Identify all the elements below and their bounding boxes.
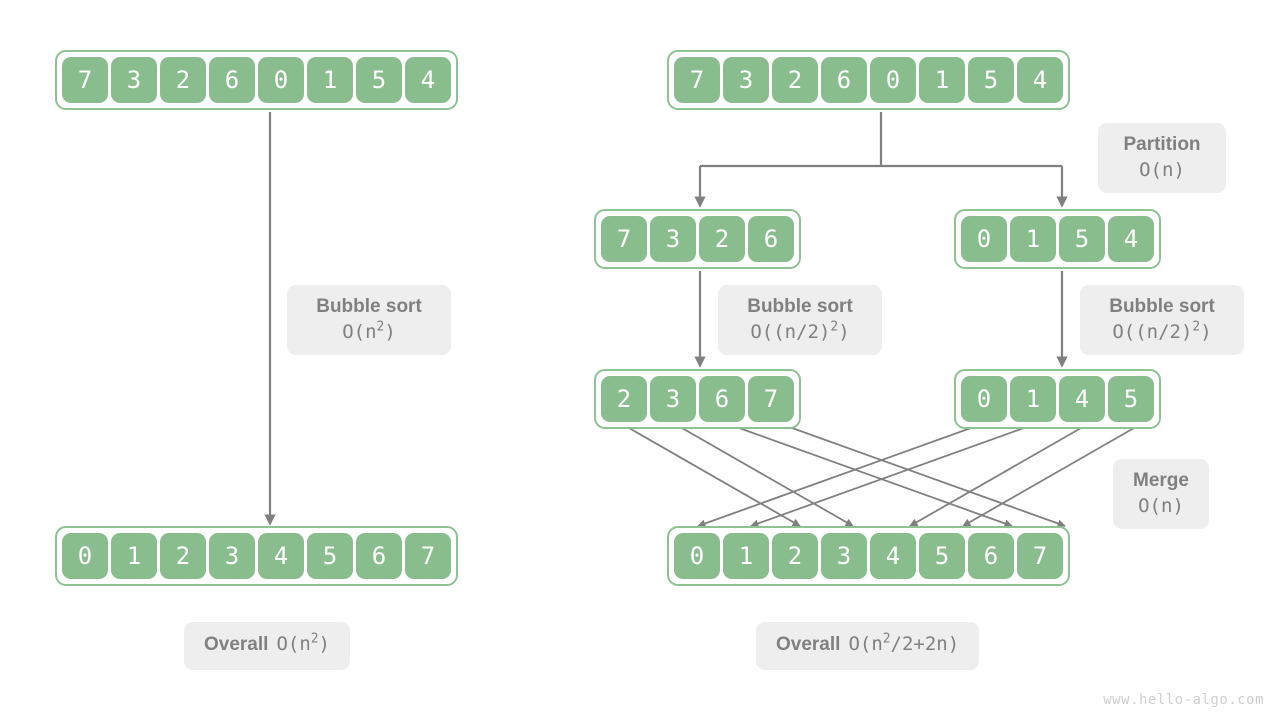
right-overall-note: Overall O(n2/2+2n) [756, 622, 980, 670]
array-cell: 3 [209, 533, 255, 579]
array-cell: 7 [674, 57, 720, 103]
left-bubble-sort-note: Bubble sort O(n2) [287, 285, 451, 355]
merge-arrow-group [621, 423, 1142, 528]
note-complexity: O((n/2)2) [750, 319, 850, 343]
merge-arrow-r0 [697, 423, 983, 528]
note-title: Overall [776, 634, 841, 655]
array-cell: 2 [160, 57, 206, 103]
note-complexity: O(n) [1138, 495, 1184, 517]
merge-arrow-l1 [674, 423, 854, 527]
array-cell: 1 [307, 57, 353, 103]
note-complexity: O(n2) [342, 319, 396, 343]
array-cell: 5 [1108, 376, 1154, 422]
array-cell: 0 [870, 57, 916, 103]
array-cell: 1 [919, 57, 965, 103]
array-cell: 0 [674, 533, 720, 579]
note-complexity: O((n/2)2) [1112, 319, 1212, 343]
array-cell: 1 [1010, 376, 1056, 422]
array-cell: 3 [111, 57, 157, 103]
array-cell: 4 [1108, 216, 1154, 262]
array-cell: 2 [699, 216, 745, 262]
note-title: Bubble sort [747, 296, 853, 318]
note-title: Partition [1123, 134, 1201, 156]
array-cell: 0 [961, 216, 1007, 262]
array-cell: 1 [111, 533, 157, 579]
array-cell: 5 [919, 533, 965, 579]
array-cell: 5 [968, 57, 1014, 103]
array-cell: 7 [748, 376, 794, 422]
array-cell: 7 [601, 216, 647, 262]
array-cell: 6 [209, 57, 255, 103]
array-cell: 2 [772, 533, 818, 579]
array-cell: 5 [356, 57, 402, 103]
array-cell: 0 [258, 57, 304, 103]
note-title: Merge [1133, 470, 1189, 492]
array-cell: 0 [961, 376, 1007, 422]
array-cell: 2 [601, 376, 647, 422]
watermark-url: www.hello-algo.com [1103, 692, 1264, 708]
array-cell: 6 [968, 533, 1014, 579]
merge-arrow-l2 [727, 423, 1013, 528]
merge-arrow-r1 [750, 423, 1036, 528]
note-title: Bubble sort [1109, 296, 1215, 318]
merge-arrow-r2 [909, 423, 1089, 527]
array-cell: 5 [307, 533, 353, 579]
merge-arrow-l3 [780, 423, 1066, 528]
array-cell: 7 [62, 57, 108, 103]
note-title: Overall [204, 634, 269, 655]
array-cell: 1 [1010, 216, 1056, 262]
array-cell: 4 [1059, 376, 1105, 422]
array-cell: 3 [821, 533, 867, 579]
array-cell: 6 [748, 216, 794, 262]
note-title: Bubble sort [316, 296, 422, 318]
merge-note: Merge O(n) [1113, 459, 1209, 529]
array-cell: 1 [723, 533, 769, 579]
note-complexity: O(n) [1139, 159, 1185, 181]
array-cell: 2 [160, 533, 206, 579]
array-cell: 6 [699, 376, 745, 422]
array-cell: 7 [1017, 533, 1063, 579]
array-cell: 0 [62, 533, 108, 579]
array-cell: 4 [258, 533, 304, 579]
right-half-bubble-sort-note: Bubble sort O((n/2)2) [1080, 285, 1244, 355]
note-complexity: O(n2) [276, 631, 330, 655]
array-cell: 3 [650, 216, 696, 262]
partition-note: Partition O(n) [1098, 123, 1226, 193]
array-cell: 4 [1017, 57, 1063, 103]
array-cell: 5 [1059, 216, 1105, 262]
left-half-bubble-sort-note: Bubble sort O((n/2)2) [718, 285, 882, 355]
array-cell: 4 [870, 533, 916, 579]
array-cell: 3 [650, 376, 696, 422]
array-cell: 4 [405, 57, 451, 103]
array-cell: 6 [356, 533, 402, 579]
array-cell: 6 [821, 57, 867, 103]
left-overall-note: Overall O(n2) [184, 622, 350, 670]
array-cell: 3 [723, 57, 769, 103]
array-cell: 7 [405, 533, 451, 579]
array-cell: 2 [772, 57, 818, 103]
merge-arrow-l0 [621, 423, 801, 527]
note-complexity: O(n2/2+2n) [848, 631, 960, 655]
